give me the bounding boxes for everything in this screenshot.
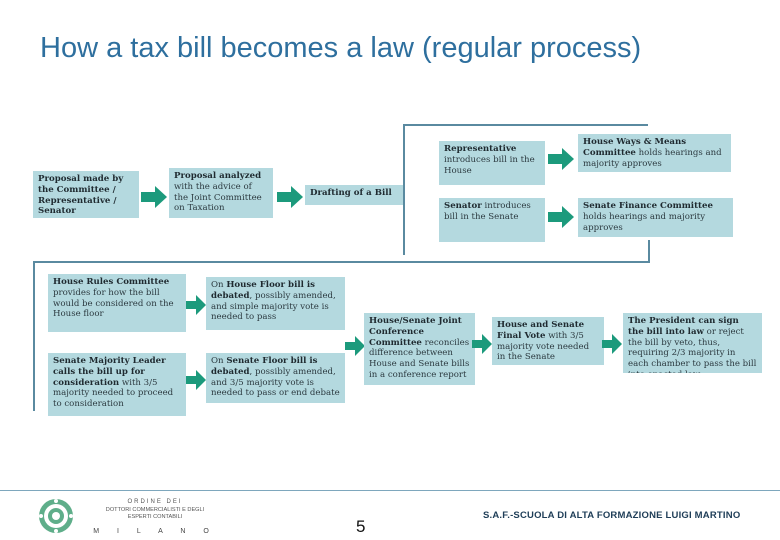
box-president: The President can sign the bill into law… [623,313,762,373]
box-president-rest: or reject the bill by veto, thus, requir… [628,326,757,373]
box-majority-leader-rest: with 3/5 majority needed to proceed to c… [53,377,174,410]
box-rules-committee: House Rules Committee provides for how t… [48,274,186,332]
box-senate-finance-bold: Senate Finance Committee [583,201,713,211]
order-logo-text: ORDINE DEI DOTTORI COMMERCIALISTI E DEGL… [93,499,217,535]
box-majority-leader: Senate Majority Leader calls the bill up… [48,353,186,416]
arrow-icon [548,148,574,170]
box-house-floor-rest: , possibly amended, and simple majority … [211,290,336,323]
box-house-floor-bold: House Floor bill is debated [211,280,315,301]
box-majority-leader-bold: Senate Majority Leader calls the bill up… [53,356,166,388]
box-conference-bold: House/Senate Joint Conference Committee [369,316,462,348]
order-emblem-icon [39,499,73,533]
footer-school-name: S.A.F.-SCUOLA DI ALTA FORMAZIONE LUIGI M… [483,510,741,521]
page-number: 5 [356,517,366,536]
box-senate-floor-bold: Senate Floor bill is debated [211,356,318,377]
arrow-icon [548,206,574,228]
box-drafting: Drafting of a Bill [305,185,405,205]
return-connector [33,261,650,263]
box-rules-committee-bold: House Rules Committee [53,277,170,287]
arrow-icon [186,370,206,390]
logo-line1: ORDINE DEI [127,499,182,505]
box-proposal-bold: Proposal made by the Committee / Represe… [38,174,124,217]
box-proposal: Proposal made by the Committee / Represe… [33,171,139,218]
logo-city: M I L A N O [93,528,217,535]
footer-divider [0,490,780,491]
box-house-floor: On House Floor bill is debated, possibly… [206,277,345,330]
box-proposal-analyzed: Proposal analyzed with the advice of the… [169,168,273,218]
box-drafting-bold: Drafting of a Bill [310,188,392,198]
box-senator-bold: Senator [444,201,482,211]
box-conference: House/Senate Joint Conference Committee … [364,313,475,385]
logo-line2: DOTTORI COMMERCIALISTI E DEGLI [106,507,205,513]
box-rules-committee-rest: provides for how the bill would be consi… [53,287,174,320]
box-president-bold: The President can sign the bill into law [628,316,739,337]
arrow-icon [345,336,365,356]
box-house-floor-pre: On [211,280,227,290]
box-senate-finance-rest: holds hearings and majority approves [583,211,706,233]
box-ways-means: House Ways & Means Committee holds heari… [578,134,731,172]
box-senator-rest: introduces bill in the Senate [444,201,531,222]
branch-connector-top [403,124,648,126]
box-analyzed-bold: Proposal analyzed [174,171,262,181]
box-analyzed-rest: with the advice of the Joint Committee o… [174,181,262,214]
branch-connector [403,124,405,255]
return-connector-left [33,261,35,411]
box-final-vote-rest: with 3/5 majority vote needed in the Sen… [497,330,590,363]
slide-title: How a tax bill becomes a law (regular pr… [40,32,642,64]
logo-line3: ESPERTI CONTABILI [128,514,183,520]
box-conference-rest: reconciles difference between House and … [369,337,470,380]
box-ways-means-bold: House Ways & Means Committee [583,137,687,158]
box-ways-means-rest: holds hearings and majority approves [583,147,722,169]
box-senate-floor-rest: , possibly amended, and 3/5 majority vot… [211,366,340,399]
arrow-icon [602,334,622,354]
box-representative-bold: Representative [444,144,517,154]
box-senate-floor-pre: On [211,356,227,366]
arrow-icon [141,186,167,208]
box-final-vote: House and Senate Final Vote with 3/5 maj… [492,317,604,365]
arrow-icon [186,295,206,315]
box-final-vote-bold: House and Senate Final Vote [497,320,585,341]
box-senate-floor: On Senate Floor bill is debated, possibl… [206,353,345,403]
arrow-icon [277,186,303,208]
arrow-icon [472,334,492,354]
return-connector-right [648,240,650,262]
box-senator: Senator introduces bill in the Senate [439,198,545,242]
box-representative-rest: introduces bill in the House [444,154,535,176]
box-senate-finance: Senate Finance Committee holds hearings … [578,198,733,237]
box-representative: Representative introduces bill in the Ho… [439,141,545,185]
